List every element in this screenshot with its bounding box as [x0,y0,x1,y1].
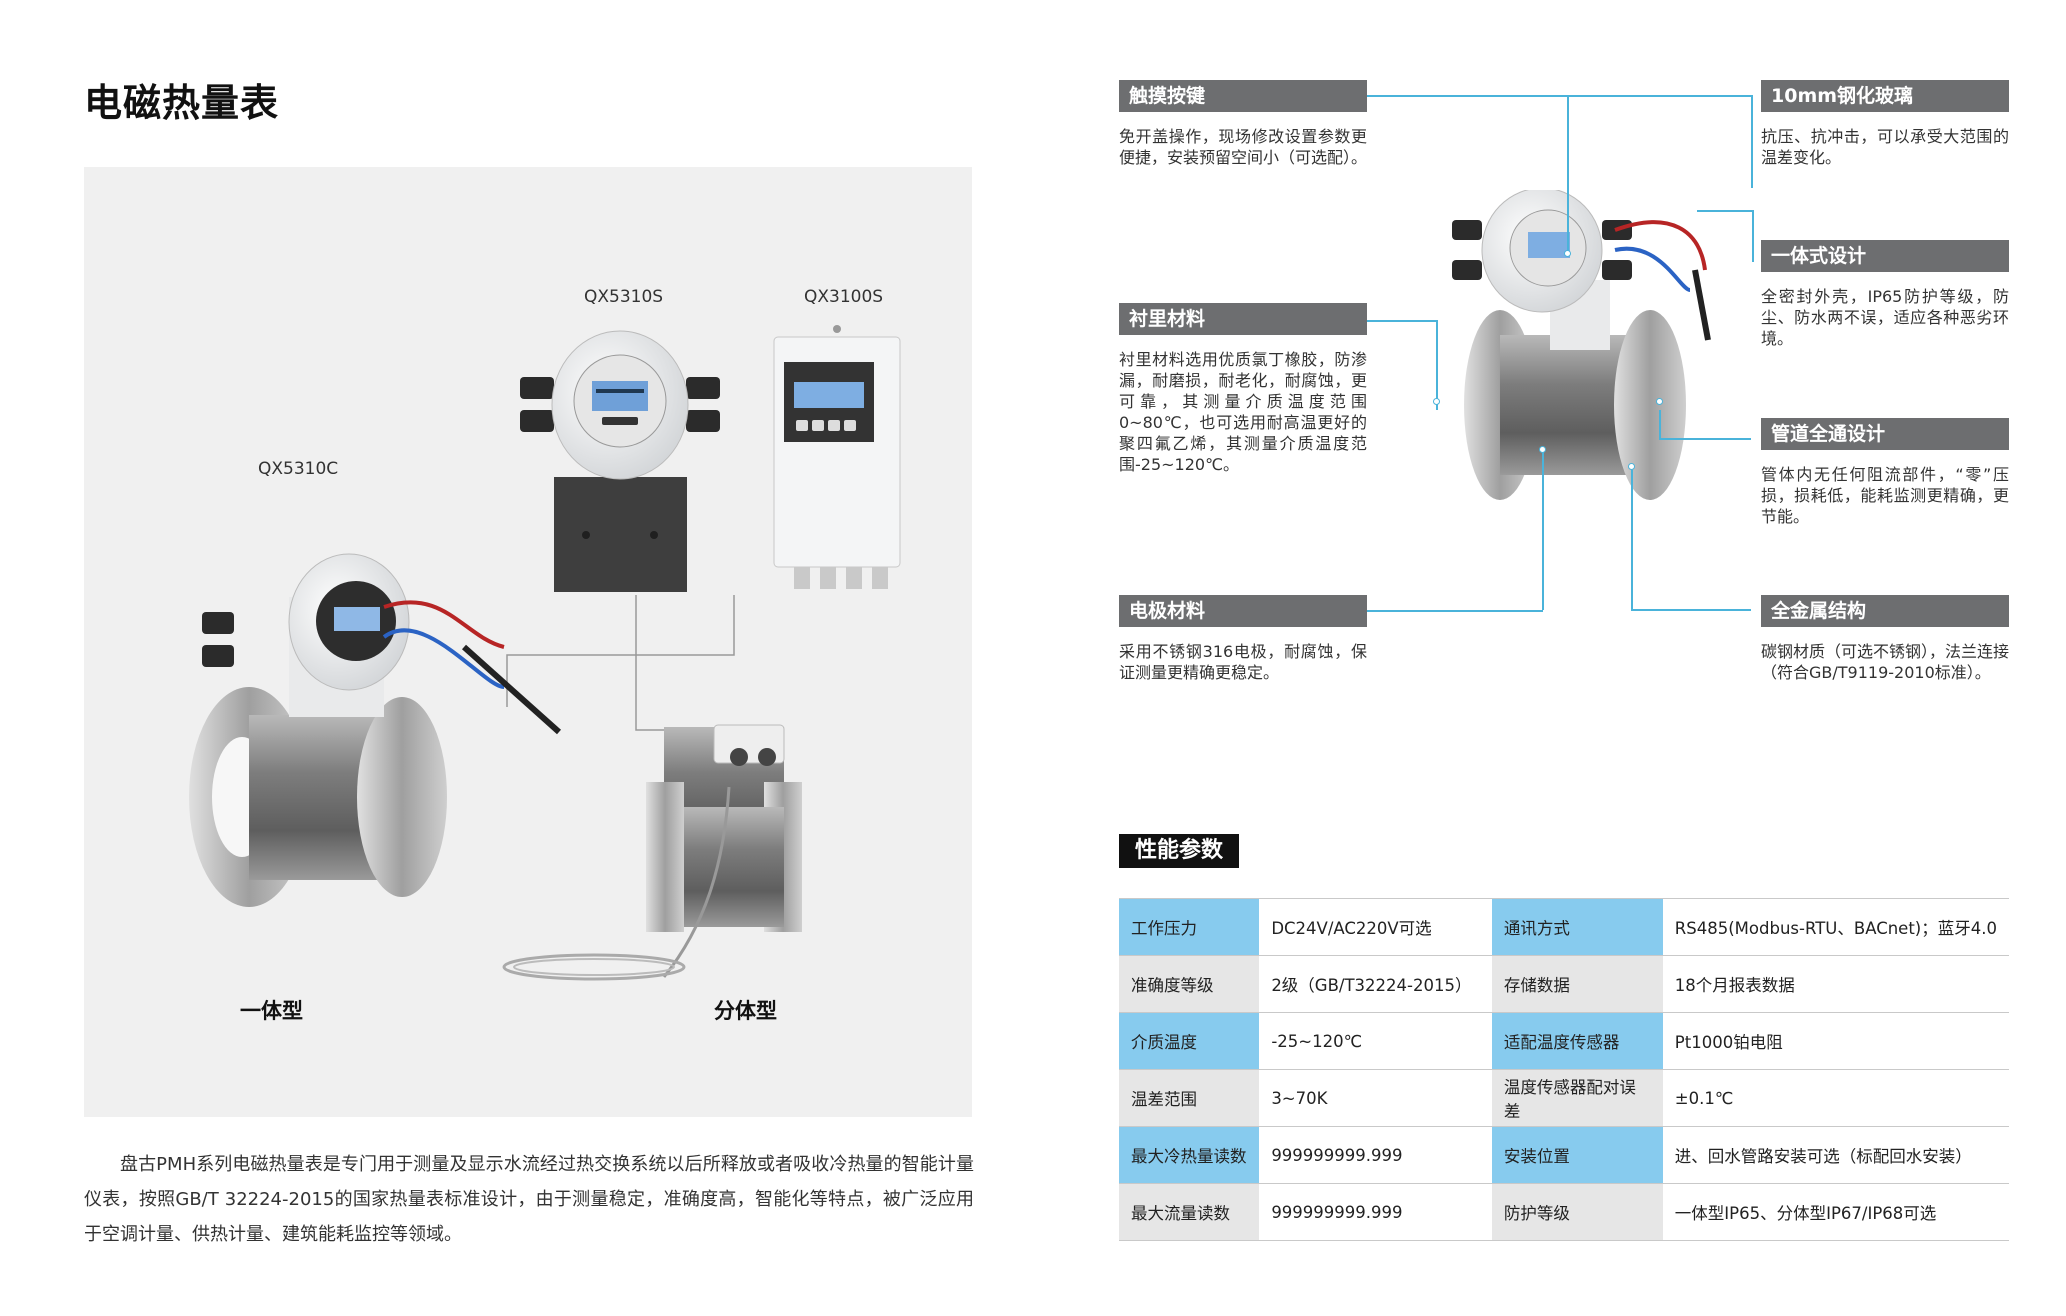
table-row: 准确度等级 2级（GB/T32224-2015） 存储数据 18个月报表数据 [1119,955,2009,1013]
spec-label: 温度传感器配对误差 [1491,1069,1663,1127]
table-row: 温差范围 3~70K 温度传感器配对误差 ±0.1℃ [1119,1069,2009,1127]
feature-desc: 衬里材料选用优质氯丁橡胶，防渗漏，耐磨损，耐老化，耐腐蚀，更可靠，其测量介质温度… [1119,350,1367,474]
table-row: 最大冷热量读数 999999999.999 安装位置 进、回水管路安装可选（标配… [1119,1126,2009,1184]
feature-desc: 管体内无任何阻流部件，“零”压损，损耗低，能耗监测更精确，更节能。 [1761,465,2009,526]
spec-value: 999999999.999 [1259,1126,1492,1184]
spec-label: 安装位置 [1491,1126,1663,1184]
spec-label: 通讯方式 [1491,898,1663,956]
type-label-integrated: 一体型 [240,999,303,1023]
spec-value: -25~120℃ [1259,1012,1492,1070]
feature-title: 管道全通设计 [1761,418,2009,450]
spec-label: 准确度等级 [1119,955,1260,1013]
qx5310c-meter [189,553,562,907]
spec-value: 18个月报表数据 [1662,955,2009,1013]
table-row: 介质温度 -25~120℃ 适配温度传感器 Pt1000铂电阻 [1119,1012,2009,1070]
feature-desc: 免开盖操作，现场修改设置参数更便捷，安装预留空间小（可选配）。 [1119,127,1368,167]
product-photo-panel: QX5310S QX3100S QX5310C [84,167,972,1117]
spec-value: Pt1000铂电阻 [1662,1012,2009,1070]
feature-touch-keys: 触摸按键 免开盖操作，现场修改设置参数更便捷，安装预留空间小（可选配）。 [1119,80,1367,168]
spec-value: DC24V/AC220V可选 [1259,898,1492,956]
feature-desc: 全密封外壳，IP65防护等级，防尘、防水两不误，适应各种恶劣环境。 [1761,287,2009,348]
feature-title: 电极材料 [1119,595,1367,627]
spec-value: 3~70K [1259,1069,1492,1127]
meter-feature-illustration [1452,190,1711,500]
specs-title: 性能参数 [1119,834,1239,868]
feature-desc: 抗压、抗冲击，可以承受大范围的温差变化。 [1761,127,2009,167]
spec-label: 防护等级 [1491,1183,1663,1241]
table-row: 工作压力 DC24V/AC220V可选 通讯方式 RS485(Modbus-RT… [1119,898,2009,956]
spec-value: RS485(Modbus-RTU、BACnet)；蓝牙4.0 [1662,898,2009,956]
spec-value: 2级（GB/T32224-2015） [1259,955,1492,1013]
type-label-split: 分体型 [714,999,777,1023]
page-title: 电磁热量表 [84,81,280,125]
qx5310s-meter [520,330,720,592]
spec-label: 最大流量读数 [1119,1183,1260,1241]
spec-value: 999999999.999 [1259,1183,1492,1241]
product-illustration [189,325,901,981]
spec-label: 适配温度传感器 [1491,1012,1663,1070]
feature-electrode-material: 电极材料 采用不锈钢316电极，耐腐蚀，保证测量更精确更稳定。 [1119,595,1367,683]
model-label-qx5310c: QX5310C [258,459,339,479]
spec-value: 进、回水管路安装可选（标配回水安装） [1662,1126,2009,1184]
feature-title: 触摸按键 [1119,80,1367,112]
feature-all-metal: 全金属结构 碳钢材质（可选不锈钢），法兰连接（符合GB/T9119-2010标准… [1761,595,2009,683]
spec-label: 最大冷热量读数 [1119,1126,1260,1184]
feature-title: 10mm钢化玻璃 [1761,80,2009,112]
split-sensor [502,724,802,981]
feature-title: 衬里材料 [1119,303,1367,335]
specs-table: 工作压力 DC24V/AC220V可选 通讯方式 RS485(Modbus-RT… [1119,898,2009,1241]
feature-desc: 碳钢材质（可选不锈钢），法兰连接（符合GB/T9119-2010标准）。 [1761,642,2010,682]
spec-label: 工作压力 [1119,898,1260,956]
table-row: 最大流量读数 999999999.999 防护等级 一体型IP65、分体型IP6… [1119,1183,2009,1241]
spec-value: 一体型IP65、分体型IP67/IP68可选 [1662,1183,2009,1241]
feature-desc: 采用不锈钢316电极，耐腐蚀，保证测量更精确更稳定。 [1119,642,1367,682]
spec-label: 存储数据 [1491,955,1663,1013]
spec-value: ±0.1℃ [1662,1069,2009,1127]
feature-lining-material: 衬里材料 衬里材料选用优质氯丁橡胶，防渗漏，耐磨损，耐老化，耐腐蚀，更可靠，其测… [1119,303,1367,475]
feature-title: 全金属结构 [1761,595,2009,627]
spec-label: 温差范围 [1119,1069,1260,1127]
model-label-qx3100s: QX3100S [804,287,884,307]
feature-title: 一体式设计 [1761,240,2009,272]
feature-full-bore-pipe: 管道全通设计 管体内无任何阻流部件，“零”压损，损耗低，能耗监测更精确，更节能。 [1761,418,2009,527]
spec-label: 介质温度 [1119,1012,1260,1070]
feature-tempered-glass: 10mm钢化玻璃 抗压、抗冲击，可以承受大范围的温差变化。 [1761,80,2009,168]
model-label-qx5310s: QX5310S [584,287,664,307]
feature-integrated-design: 一体式设计 全密封外壳，IP65防护等级，防尘、防水两不误，适应各种恶劣环境。 [1761,240,2009,349]
qx3100s-meter [773,325,901,589]
intro-paragraph: 盘古PMH系列电磁热量表是专门用于测量及显示水流经过热交换系统以后所释放或者吸收… [84,1154,974,1245]
